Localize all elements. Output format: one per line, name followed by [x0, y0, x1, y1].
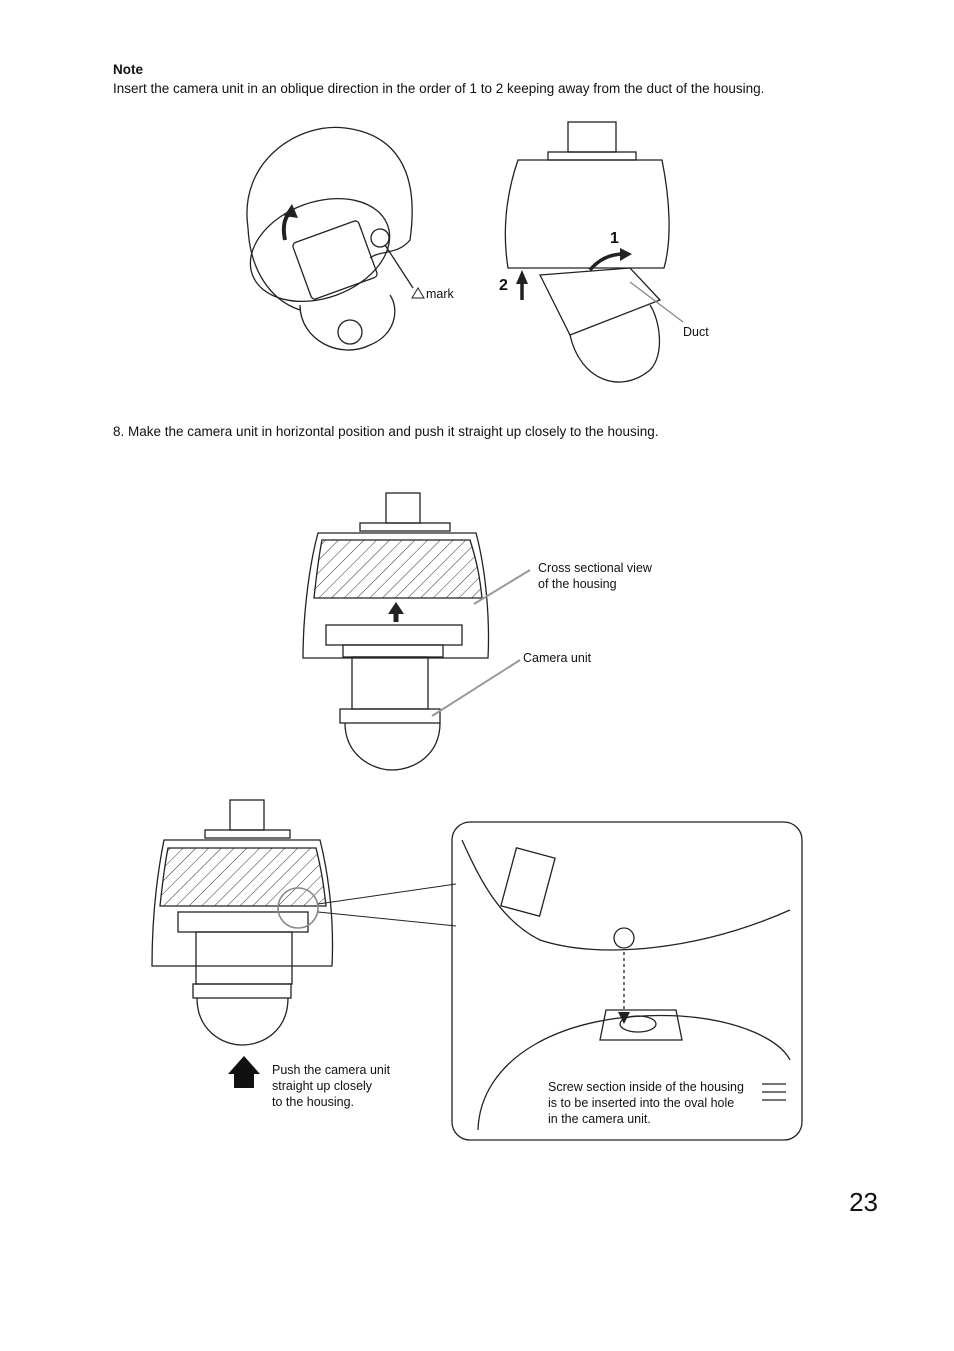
figure1-left-housing: [246, 126, 425, 351]
cross-section-caption: Cross sectional view of the housing: [538, 560, 652, 592]
push-caption-line2: straight up closely: [272, 1079, 373, 1093]
cross-section-caption-line2: of the housing: [538, 577, 617, 591]
figure2-cross-section: [302, 492, 531, 771]
camera-unit-caption: Camera unit: [523, 651, 592, 665]
screw-caption-line1: Screw section inside of the housing: [548, 1080, 744, 1094]
push-caption: Push the camera unit straight up closely…: [272, 1062, 390, 1110]
screw-caption: Screw section inside of the housing is t…: [548, 1079, 744, 1127]
note-title: Note: [113, 62, 143, 77]
order-number-1: 1: [610, 230, 619, 247]
cross-section-caption-line1: Cross sectional view: [538, 561, 652, 575]
note-text: Insert the camera unit in an oblique dir…: [113, 81, 765, 96]
screw-caption-line2: is to be inserted into the oval hole: [548, 1096, 735, 1110]
figure1-right-housing: [504, 121, 684, 383]
figure3-assembled: [151, 799, 457, 1088]
push-caption-line1: Push the camera unit: [272, 1063, 391, 1077]
page-number: 23: [849, 1187, 878, 1217]
screw-caption-line3: in the camera unit.: [548, 1112, 651, 1126]
mark-label: mark: [426, 287, 455, 301]
push-caption-line3: to the housing.: [272, 1095, 355, 1109]
figure3-detail-box: [451, 821, 803, 1141]
step-8-instruction: 8. Make the camera unit in horizontal po…: [113, 424, 659, 439]
order-number-2: 2: [499, 277, 508, 294]
duct-label: Duct: [683, 325, 709, 339]
